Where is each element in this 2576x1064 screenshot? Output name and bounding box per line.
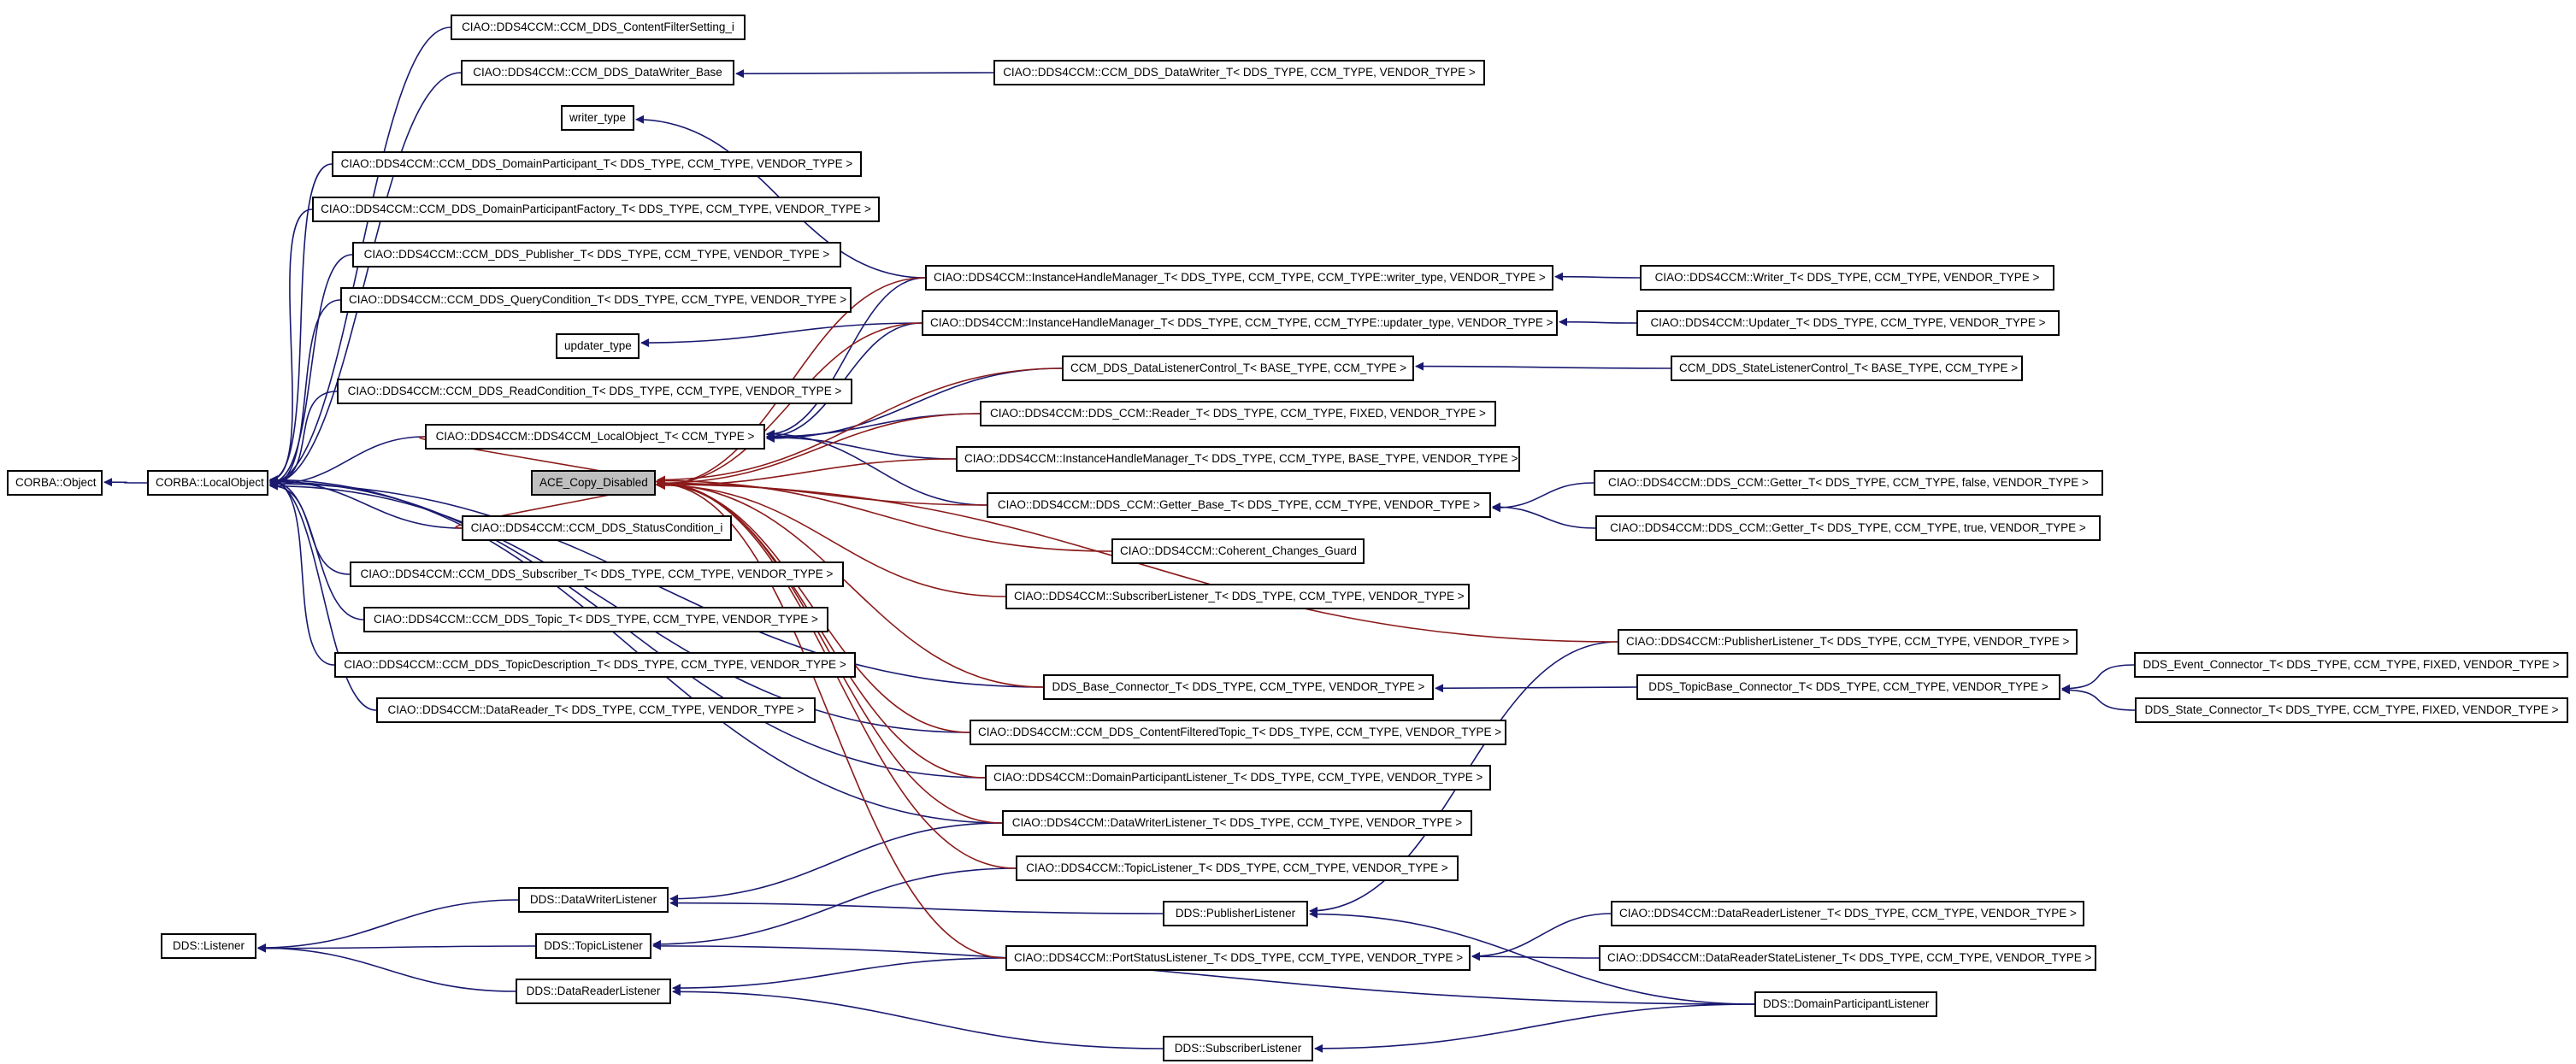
edge-tl-to-dtl [653, 868, 1016, 944]
class-node-ihm-base-type[interactable]: CIAO::DDS4CCM::InstanceHandleManager_T< … [956, 446, 1520, 472]
class-node-readcondition[interactable]: CIAO::DDS4CCM::CCM_DDS_ReadCondition_T< … [337, 379, 852, 404]
edge-dsl-to-ddrl [673, 991, 1163, 1049]
edge-gt-to-gb [1493, 507, 1595, 528]
class-node-writer-t[interactable]: CIAO::DDS4CCM::Writer_T< DDS_TYPE, CCM_T… [1640, 265, 2054, 291]
class-node-base-connector[interactable]: DDS_Base_Connector_T< DDS_TYPE, CCM_TYPE… [1043, 674, 1434, 700]
class-node-domainparticipant[interactable]: CIAO::DDS4CCM::CCM_DDS_DomainParticipant… [332, 151, 862, 177]
class-node-state-connector[interactable]: DDS_State_Connector_T< DDS_TYPE, CCM_TYP… [2135, 697, 2568, 723]
edge-ihmb-to-llo [767, 438, 956, 459]
class-node-statuscondition[interactable]: CIAO::DDS4CCM::CCM_DDS_StatusCondition_i [462, 515, 732, 541]
edge-ddwl-to-dl [258, 900, 518, 948]
edge-dtl-to-dl [258, 946, 535, 949]
class-node-topicbase-connector[interactable]: DDS_TopicBase_Connector_T< DDS_TYPE, CCM… [1636, 674, 2060, 700]
class-node-topicdescription[interactable]: CIAO::DDS4CCM::CCM_DDS_TopicDescription_… [334, 652, 856, 678]
class-node-dds-datawriterlistener[interactable]: DDS::DataWriterListener [518, 887, 669, 913]
edge-gb-to-ace [657, 483, 987, 505]
class-node-getter-base[interactable]: CIAO::DDS4CCM::DDS_CCM::Getter_Base_T< D… [987, 492, 1491, 518]
class-node-ace-copy-disabled[interactable]: ACE_Copy_Disabled [531, 470, 656, 496]
class-node-subscriberlistener[interactable]: CIAO::DDS4CCM::SubscriberListener_T< DDS… [1005, 584, 1470, 609]
edge-dwl-to-ddwl [670, 823, 1002, 899]
class-node-datawriterlistener-t[interactable]: CIAO::DDS4CCM::DataWriterListener_T< DDS… [1002, 810, 1472, 836]
class-node-ihm-updater-type[interactable]: CIAO::DDS4CCM::InstanceHandleManager_T< … [922, 310, 1558, 336]
class-node-coherent-changes-guard[interactable]: CIAO::DDS4CCM::Coherent_Changes_Guard [1111, 538, 1365, 564]
class-node-writer-type[interactable]: writer_type [561, 105, 634, 131]
edge-drsl-to-psl [1472, 956, 1599, 958]
class-node-getter-false[interactable]: CIAO::DDS4CCM::DDS_CCM::Getter_T< DDS_TY… [1594, 470, 2103, 496]
edge-dpubl-to-ddwl [670, 903, 1163, 914]
class-node-portstatuslistener[interactable]: CIAO::DDS4CCM::PortStatusListener_T< DDS… [1005, 945, 1471, 971]
edge-ddrl-to-dl [258, 948, 516, 991]
class-node-datareaderlistener-t[interactable]: CIAO::DDS4CCM::DataReaderListener_T< DDS… [1611, 901, 2084, 926]
edge-wrt-to-ihmw [1555, 277, 1640, 278]
class-node-corba-localobject[interactable]: CORBA::LocalObject [147, 470, 268, 496]
edge-gf-to-gb [1493, 483, 1594, 508]
class-node-statelistenercontrol[interactable]: CCM_DDS_StateListenerControl_T< BASE_TYP… [1671, 356, 2023, 381]
class-node-getter-true[interactable]: CIAO::DDS4CCM::DDS_CCM::Getter_T< DDS_TY… [1595, 515, 2101, 541]
class-node-dds-listener[interactable]: DDS::Listener [161, 933, 256, 959]
edge-dpf-to-lo [270, 209, 312, 479]
class-node-dds-topiclistener[interactable]: DDS::TopicListener [535, 933, 651, 959]
class-node-dds-publisherlistener[interactable]: DDS::PublisherListener [1163, 901, 1308, 926]
class-node-reader-t[interactable]: CIAO::DDS4CCM::DDS_CCM::Reader_T< DDS_TY… [980, 401, 1496, 426]
edge-tbc-to-bc [1435, 687, 1636, 688]
edge-slc-to-dlc [1416, 367, 1671, 368]
class-node-dds-subscriberlistener[interactable]: DDS::SubscriberListener [1163, 1036, 1313, 1061]
class-node-corba-object[interactable]: CORBA::Object [7, 470, 103, 496]
class-node-querycondition[interactable]: CIAO::DDS4CCM::CCM_DDS_QueryCondition_T<… [340, 287, 852, 313]
class-node-domainparticipantlistener-t[interactable]: CIAO::DDS4CCM::DomainParticipantListener… [985, 765, 1491, 791]
class-node-updater-t[interactable]: CIAO::DDS4CCM::Updater_T< DDS_TYPE, CCM_… [1636, 310, 2060, 336]
edge-lo-to-obj [104, 482, 147, 483]
edge-top-to-lo [270, 481, 363, 620]
class-node-datareader[interactable]: CIAO::DDS4CCM::DataReader_T< DDS_TYPE, C… [376, 697, 816, 723]
class-node-datawriter-t[interactable]: CIAO::DDS4CCM::CCM_DDS_DataWriter_T< DDS… [993, 60, 1485, 85]
class-node-topic[interactable]: CIAO::DDS4CCM::CCM_DDS_Topic_T< DDS_TYPE… [363, 607, 828, 632]
class-node-topiclistener-t[interactable]: CIAO::DDS4CCM::TopicListener_T< DDS_TYPE… [1016, 855, 1459, 881]
class-node-datareaderstatelistener[interactable]: CIAO::DDS4CCM::DataReaderStateListener_T… [1599, 945, 2096, 971]
class-node-event-connector[interactable]: DDS_Event_Connector_T< DDS_TYPE, CCM_TYP… [2134, 652, 2568, 678]
class-node-publisher[interactable]: CIAO::DDS4CCM::CCM_DDS_Publisher_T< DDS_… [352, 242, 841, 267]
class-node-datawriter-base[interactable]: CIAO::DDS4CCM::CCM_DDS_DataWriter_Base [461, 60, 734, 85]
edge-drl-to-psl [1472, 914, 1611, 956]
class-node-domainparticipantfactory[interactable]: CIAO::DDS4CCM::CCM_DDS_DomainParticipant… [312, 197, 880, 222]
class-node-contentfilteredtopic[interactable]: CIAO::DDS4CCM::CCM_DDS_ContentFilteredTo… [970, 720, 1506, 745]
edge-ec-to-tbc [2062, 665, 2134, 689]
edge-dwb-to-lo [270, 73, 461, 485]
edge-stc-to-tbc [2062, 690, 2135, 710]
edge-ddpl-to-dsl [1315, 1004, 1754, 1049]
class-node-publisherlistener[interactable]: CIAO::DDS4CCM::PublisherListener_T< DDS_… [1618, 629, 2078, 655]
class-node-updater-type[interactable]: updater_type [556, 333, 640, 359]
class-node-dds-datareaderlistener[interactable]: DDS::DataReaderListener [516, 979, 671, 1004]
class-node-subscriber[interactable]: CIAO::DDS4CCM::CCM_DDS_Subscriber_T< DDS… [350, 561, 844, 587]
edge-sc-to-lo [270, 480, 462, 528]
edge-psl-to-ddrl [673, 958, 1005, 988]
class-node-datalistenercontrol[interactable]: CCM_DDS_DataListenerControl_T< BASE_TYPE… [1062, 356, 1414, 381]
edge-upd-to-ihmu [1559, 322, 1636, 323]
class-node-dds-domainparticipantlistener[interactable]: DDS::DomainParticipantListener [1754, 991, 1937, 1017]
class-node-contentfiltersetting[interactable]: CIAO::DDS4CCM::CCM_DDS_ContentFilterSett… [451, 15, 746, 40]
class-node-dds4ccm-localobject[interactable]: CIAO::DDS4CCM::DDS4CCM_LocalObject_T< CC… [425, 424, 765, 450]
class-node-ihm-writer-type[interactable]: CIAO::DDS4CCM::InstanceHandleManager_T< … [925, 265, 1553, 291]
